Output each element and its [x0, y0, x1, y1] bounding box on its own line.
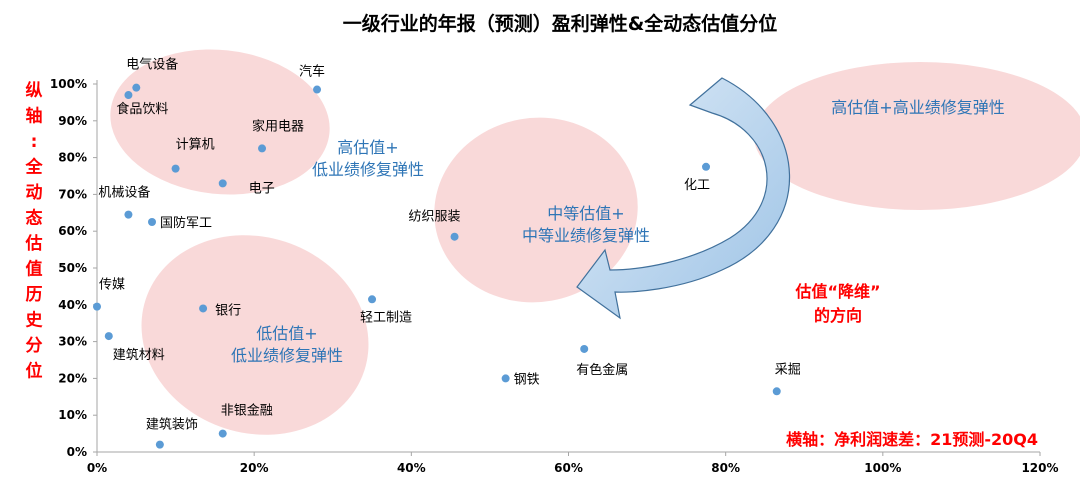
valuation-zone-ellipse	[110, 49, 330, 195]
y-tick-label: 60%	[58, 224, 87, 238]
data-point	[580, 344, 589, 353]
data-point	[450, 232, 459, 241]
data-point	[313, 85, 322, 94]
point-label: 建筑装饰	[146, 417, 198, 433]
data-point	[772, 387, 781, 396]
zone-label: 高估值+低业绩修复弹性	[312, 138, 424, 179]
chart-title: 一级行业的年报（预测）盈利弹性&全动态估值分位	[343, 12, 778, 35]
y-tick-label: 80%	[58, 151, 87, 165]
valuation-zone-ellipse	[434, 117, 638, 303]
data-point	[171, 164, 180, 173]
point-label: 轻工制造	[360, 310, 412, 325]
data-point	[93, 302, 101, 311]
y-tick-label: 70%	[58, 187, 87, 201]
y-tick-label: 100%	[50, 77, 87, 91]
y-tick-label: 20%	[58, 371, 87, 385]
y-tick-label: 40%	[58, 298, 87, 312]
data-point	[199, 304, 208, 313]
y-axis-label: 纵轴:全动态估值历史分位	[25, 80, 44, 382]
zone-label: 低估值+低业绩修复弹性	[231, 324, 343, 365]
point-label: 汽车	[299, 64, 325, 80]
arrow-note: 估值“降维”的方向	[794, 282, 880, 325]
zone-label: 中等估值+中等业绩修复弹性	[522, 204, 650, 245]
point-label: 国防军工	[160, 215, 212, 231]
zone-label: 高估值+高业绩修复弹性	[831, 98, 1004, 117]
valuation-zone-ellipse	[141, 235, 369, 435]
point-label: 纺织服装	[409, 210, 461, 225]
data-point	[258, 144, 267, 153]
data-point	[148, 218, 157, 226]
data-point	[132, 83, 141, 92]
y-tick-label: 0%	[67, 445, 87, 459]
y-tick-label: 50%	[58, 261, 87, 275]
point-label: 电子	[249, 181, 275, 196]
point-label: 传媒	[99, 278, 125, 293]
data-point	[368, 295, 377, 304]
data-point	[124, 210, 133, 219]
data-point	[155, 440, 164, 449]
x-tick-label: 100%	[864, 461, 901, 475]
point-label: 有色金属	[576, 362, 628, 378]
point-label: 电气设备	[126, 57, 178, 73]
data-point	[218, 429, 227, 438]
x-tick-label: 120%	[1021, 461, 1058, 475]
valuation-zone-ellipse	[754, 62, 1080, 210]
point-label: 机械设备	[98, 185, 150, 201]
data-point	[501, 374, 510, 383]
valuation-direction-arrow	[576, 77, 791, 320]
point-label: 家用电器	[252, 118, 304, 134]
point-label: 计算机	[176, 138, 215, 153]
y-tick-label: 30%	[58, 335, 87, 349]
point-label: 银行	[215, 303, 241, 318]
x-tick-label: 20%	[240, 461, 269, 475]
y-tick-label: 90%	[58, 114, 87, 128]
data-point	[218, 179, 227, 188]
x-tick-label: 0%	[87, 461, 107, 475]
point-label: 建筑材料	[113, 347, 165, 363]
point-label: 钢铁	[514, 372, 540, 387]
point-label: 化工	[684, 178, 710, 193]
x-axis-label: 横轴：净利润速差：21预测-20Q4	[786, 430, 1038, 449]
x-tick-label: 40%	[397, 461, 426, 475]
data-point	[104, 332, 113, 341]
point-label: 食品饮料	[116, 101, 168, 117]
x-tick-label: 60%	[554, 461, 583, 475]
point-label: 非银金融	[221, 403, 273, 419]
data-point	[124, 91, 133, 100]
point-label: 采掘	[775, 362, 801, 377]
y-tick-label: 10%	[58, 408, 87, 422]
data-point	[702, 162, 711, 171]
x-tick-label: 80%	[711, 461, 740, 475]
